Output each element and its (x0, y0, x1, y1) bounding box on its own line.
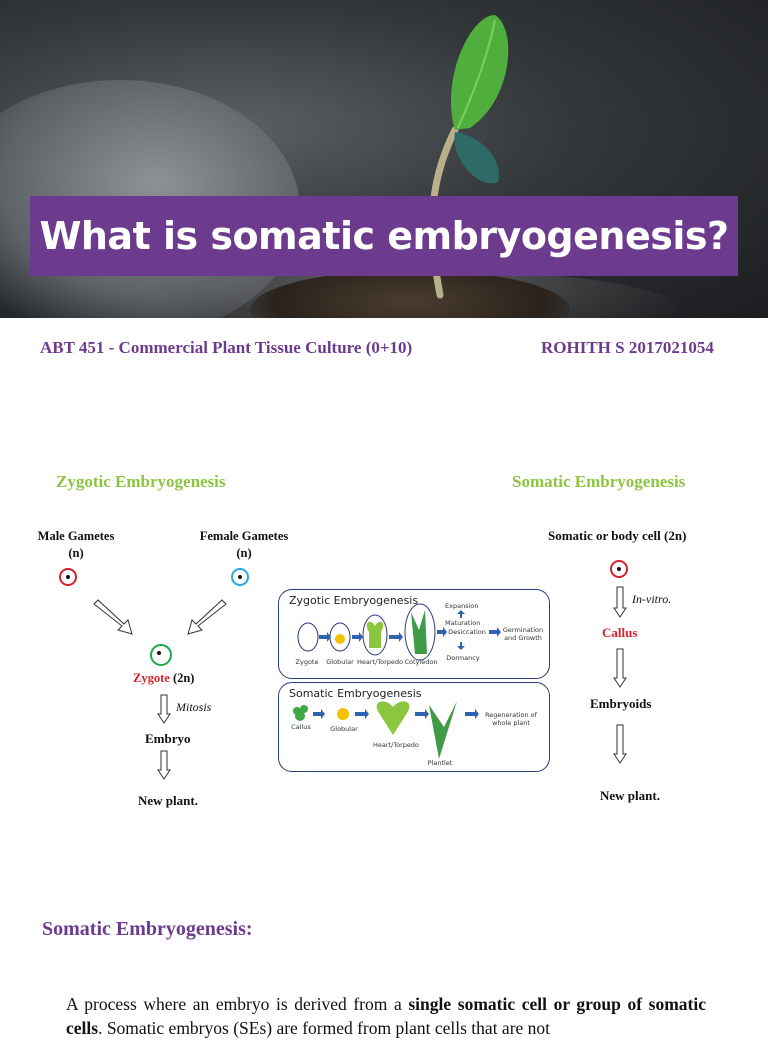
zygotic-panel-title: Zygotic Embryogenesis (289, 594, 419, 607)
male-gametes-label: Male Gametes (n) (26, 528, 126, 562)
somatic-stage-label: Heart/Torpedo (373, 741, 420, 749)
embryo-label: Embryo (145, 731, 191, 746)
germination-label: Germination and Growth (502, 626, 544, 642)
expansion-label: Expansion (445, 602, 479, 610)
callus-label: Callus (602, 625, 638, 640)
zygote-text: Zygote (133, 671, 170, 685)
down-arrow-icon (613, 586, 627, 618)
zygote-label: Zygote (2n) (133, 671, 194, 686)
male-ploidy-text: (n) (68, 546, 84, 560)
zygotic-heading: Zygotic Embryogenesis (56, 472, 226, 491)
female-ploidy-text: (n) (236, 546, 252, 560)
somatic-stages-graphic (293, 701, 479, 759)
female-gametes-text: Female Gametes (199, 529, 289, 543)
new-plant-label: New plant. (138, 793, 198, 808)
zygote-cell-icon (150, 644, 172, 666)
female-to-zygote-arrow-icon (187, 599, 227, 635)
male-to-zygote-arrow-icon (93, 599, 133, 635)
regeneration-label: Regeneration of whole plant (485, 711, 537, 727)
dormancy-label: Dormancy (446, 654, 480, 662)
zygote-ploidy-text: (2n) (172, 671, 195, 685)
section-heading: Somatic Embryogenesis: (42, 918, 253, 940)
zygotic-stage-label: Zygote (295, 658, 319, 666)
zygotic-stage-label: Cotyledon (404, 658, 438, 666)
para-text-end: . Somatic embryos (SEs) are formed from … (98, 1018, 551, 1038)
somatic-stage-label: Plantlet (427, 759, 453, 767)
somatic-new-plant-label: New plant. (600, 788, 660, 803)
male-gametes-text: Male Gametes (37, 529, 115, 543)
zygotic-stage-label: Heart/Torpedo (357, 658, 404, 666)
zygotic-stage-label: Globular (326, 658, 354, 666)
mitosis-label: Mitosis (176, 700, 212, 714)
somatic-stage-label: Callus (291, 723, 311, 731)
zygotic-stages-graphic (297, 603, 501, 661)
somatic-cell-icon (610, 560, 628, 578)
somatic-panel-title: Somatic Embryogenesis (289, 687, 422, 700)
page-title: What is somatic embryogenesis? (39, 214, 729, 258)
hero-image: What is somatic embryogenesis? (0, 0, 768, 318)
somatic-stage-label: Globular (330, 725, 358, 733)
down-arrow-icon (157, 750, 171, 780)
author-name: ROHITH S 2017021054 (541, 338, 714, 357)
section-paragraph: A process where an embryo is derived fro… (66, 992, 706, 1040)
down-arrow-icon (157, 694, 171, 724)
embryoids-label: Embryoids (590, 696, 652, 711)
female-gametes-label: Female Gametes (n) (184, 528, 304, 562)
title-banner: What is somatic embryogenesis? (30, 196, 738, 276)
down-arrow-icon (613, 648, 627, 688)
female-gamete-cell-icon (231, 568, 249, 586)
down-arrow-icon (613, 724, 627, 764)
desiccation-label: Desiccation (448, 628, 486, 636)
seedling-icon (428, 15, 509, 299)
somatic-cell-label: Somatic or body cell (2n) (548, 528, 687, 543)
somatic-panel: Somatic Embryogenesis Callus Globular He… (278, 682, 550, 772)
maturation-label: Maturation (445, 619, 481, 627)
somatic-heading: Somatic Embryogenesis (512, 472, 686, 491)
male-gamete-cell-icon (59, 568, 77, 586)
course-title: ABT 451 - Commercial Plant Tissue Cultur… (40, 338, 413, 357)
zygotic-panel: Zygotic Embryogenesis Zygote Globular He… (278, 589, 550, 679)
para-text: A process where an embryo is derived fro… (66, 994, 409, 1014)
in-vitro-label: In-vitro. (632, 592, 672, 606)
